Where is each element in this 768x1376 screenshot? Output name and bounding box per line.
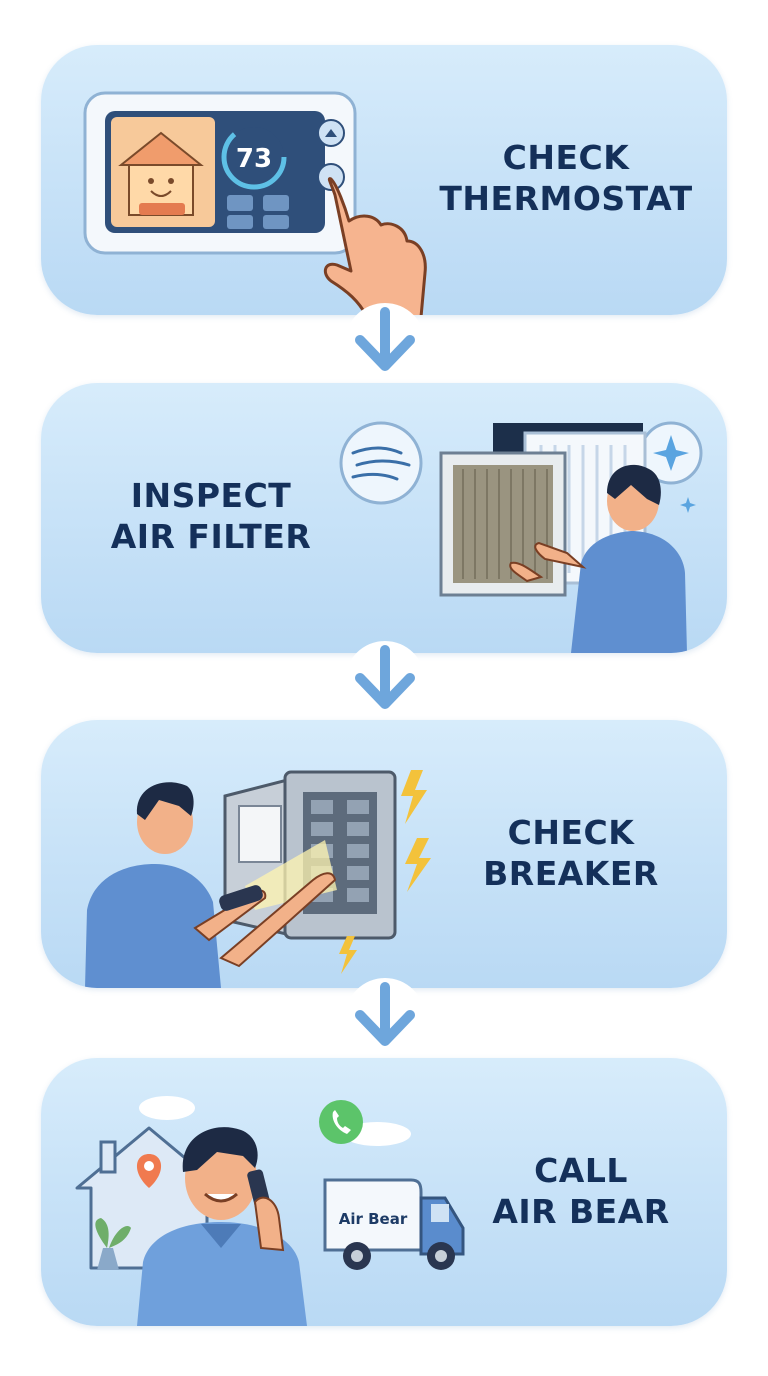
down-arrow-icon xyxy=(345,641,425,721)
step-label-check-breaker: CHECK BREAKER xyxy=(483,813,659,893)
person xyxy=(85,864,221,988)
step-card-check-breaker: CHECK BREAKER xyxy=(41,720,727,988)
pointing-hand-icon xyxy=(323,177,427,315)
step-card-check-thermostat: 73 CHECK THERMOSTAT xyxy=(41,45,727,315)
step-label-inspect-air-filter: INSPECT AIR FILTER xyxy=(110,476,312,556)
phone-chat-icon xyxy=(319,1100,363,1144)
lightning-icon xyxy=(405,838,431,892)
thermostat-illustration: 73 xyxy=(83,91,427,315)
down-button-icon xyxy=(317,163,345,191)
thermostat-temperature: 73 xyxy=(236,144,272,174)
step-card-inspect-air-filter: INSPECT AIR FILTER xyxy=(41,383,727,653)
down-arrow-icon xyxy=(345,978,425,1058)
step-card-call-air-bear: Air Bear CALL AIR BEAR xyxy=(41,1058,727,1326)
step-label-check-thermostat: CHECK THERMOSTAT xyxy=(439,138,693,218)
lightning-icon xyxy=(339,936,357,974)
lightning-icon xyxy=(401,770,427,824)
step-label-call-air-bear: CALL AIR BEAR xyxy=(492,1151,670,1231)
down-arrow-icon xyxy=(345,303,425,383)
airflow-icon xyxy=(339,421,423,505)
person xyxy=(571,531,687,653)
van-brand-label: Air Bear xyxy=(339,1210,408,1228)
breaker-illustration xyxy=(85,770,431,988)
air-filter-illustration xyxy=(339,421,703,653)
flashlight-icon xyxy=(219,885,263,911)
call-illustration: Air Bear xyxy=(75,1096,465,1326)
temperature-dial xyxy=(221,124,287,190)
